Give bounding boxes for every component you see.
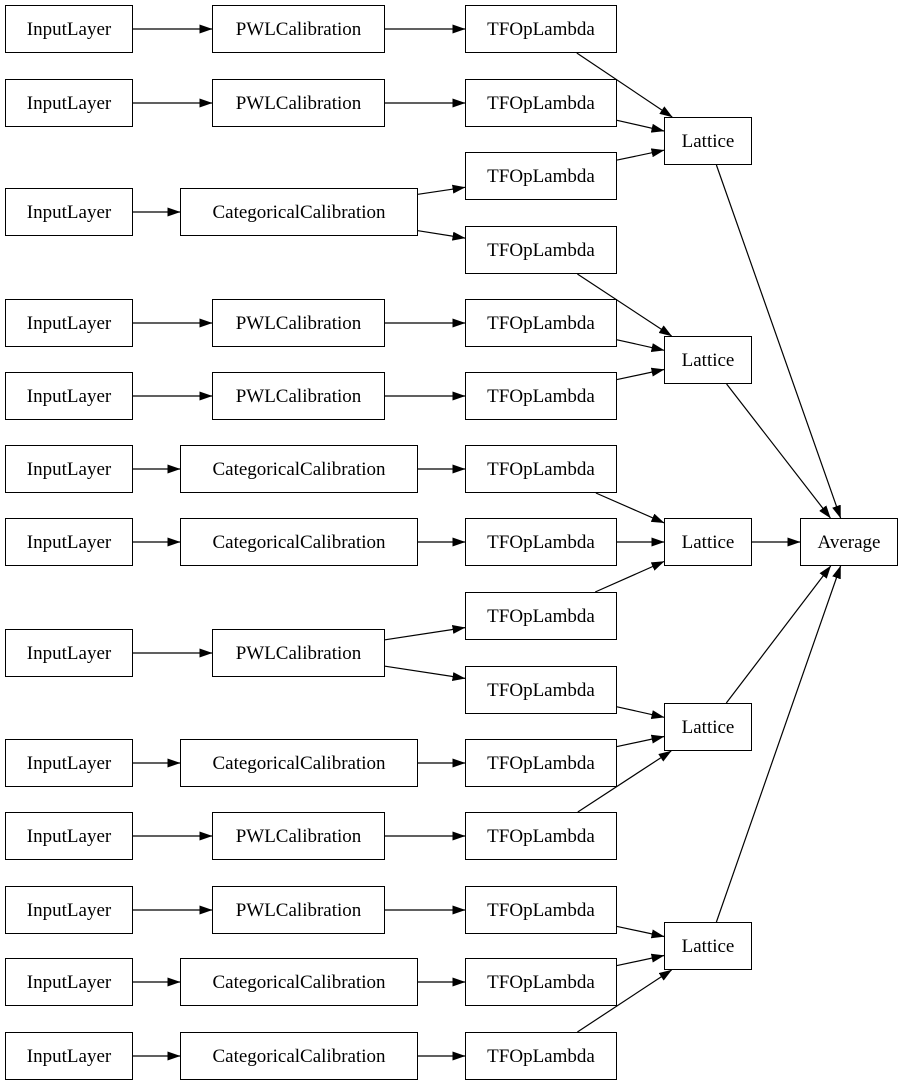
- graph-edge-tfop-13-to-lattice-5: [577, 969, 673, 1033]
- graph-edge-tfop-1-to-lattice-1: [576, 52, 673, 118]
- graph-node-input-layer-input-4: InputLayer: [5, 299, 133, 347]
- graph-node-categorical-calibration-cat-7: CategoricalCalibration: [180, 518, 418, 566]
- graph-edge-cat-3-to-tfop-3a: [417, 184, 466, 195]
- graph-node-input-layer-input-13: InputLayer: [5, 1032, 133, 1080]
- graph-node-categorical-calibration-cat-9: CategoricalCalibration: [180, 739, 418, 787]
- graph-node-categorical-calibration-cat-12: CategoricalCalibration: [180, 958, 418, 1006]
- graph-edge-pwl-8-to-tfop-8b: [384, 665, 466, 681]
- graph-edge-tfop-9-to-lattice-4: [616, 734, 665, 748]
- graph-node-tf-op-lambda-tfop-10: TFOpLambda: [465, 812, 617, 860]
- graph-edge-lattice-4-to-average: [725, 565, 832, 704]
- graph-node-tf-op-lambda-tfop-2: TFOpLambda: [465, 79, 617, 127]
- graph-edge-lattice-1-to-average: [715, 164, 842, 519]
- graph-node-input-layer-input-5: InputLayer: [5, 372, 133, 420]
- graph-edge-tfop-11-to-lattice-5: [616, 925, 665, 939]
- graph-node-input-layer-input-1: InputLayer: [5, 5, 133, 53]
- graph-edge-cat-3-to-tfop-3b: [417, 230, 466, 241]
- graph-node-tf-op-lambda-tfop-6: TFOpLambda: [465, 445, 617, 493]
- graph-edge-tfop-6-to-lattice-3: [595, 492, 665, 524]
- graph-node-categorical-calibration-cat-6: CategoricalCalibration: [180, 445, 418, 493]
- graph-node-tf-op-lambda-tfop-7: TFOpLambda: [465, 518, 617, 566]
- graph-node-input-layer-input-6: InputLayer: [5, 445, 133, 493]
- graph-node-input-layer-input-7: InputLayer: [5, 518, 133, 566]
- graph-node-input-layer-input-9: InputLayer: [5, 739, 133, 787]
- graph-node-pwl-calibration-pwl-4: PWLCalibration: [212, 299, 385, 347]
- graph-node-tf-op-lambda-tfop-5: TFOpLambda: [465, 372, 617, 420]
- graph-node-tf-op-lambda-tfop-3b: TFOpLambda: [465, 226, 617, 274]
- graph-edge-tfop-4-to-lattice-2: [616, 339, 665, 352]
- graph-node-tf-op-lambda-tfop-12: TFOpLambda: [465, 958, 617, 1006]
- graph-edge-tfop-8a-to-lattice-3: [594, 560, 665, 593]
- graph-node-pwl-calibration-pwl-11: PWLCalibration: [212, 886, 385, 934]
- graph-edge-lattice-5-to-average: [715, 565, 842, 923]
- graph-node-tf-op-lambda-tfop-1: TFOpLambda: [465, 5, 617, 53]
- graph-node-tf-op-lambda-tfop-3a: TFOpLambda: [465, 152, 617, 200]
- graph-node-average-average: Average: [800, 518, 898, 566]
- graph-edge-tfop-3a-to-lattice-1: [616, 148, 665, 161]
- graph-edge-tfop-10-to-lattice-4: [577, 750, 672, 813]
- graph-node-tf-op-lambda-tfop-9: TFOpLambda: [465, 739, 617, 787]
- graph-node-lattice-lattice-5: Lattice: [664, 922, 752, 970]
- graph-node-tf-op-lambda-tfop-4: TFOpLambda: [465, 299, 617, 347]
- graph-node-pwl-calibration-pwl-8: PWLCalibration: [212, 629, 385, 677]
- graph-node-input-layer-input-2: InputLayer: [5, 79, 133, 127]
- graph-node-input-layer-input-12: InputLayer: [5, 958, 133, 1006]
- graph-edge-tfop-8b-to-lattice-4: [616, 706, 665, 719]
- graph-node-lattice-lattice-1: Lattice: [664, 117, 752, 165]
- graph-node-lattice-lattice-2: Lattice: [664, 336, 752, 384]
- graph-node-lattice-lattice-3: Lattice: [664, 518, 752, 566]
- graph-node-tf-op-lambda-tfop-13: TFOpLambda: [465, 1032, 617, 1080]
- graph-node-tf-op-lambda-tfop-11: TFOpLambda: [465, 886, 617, 934]
- graph-node-tf-op-lambda-tfop-8b: TFOpLambda: [465, 666, 617, 714]
- graph-edge-tfop-3b-to-lattice-2: [577, 273, 673, 337]
- graph-node-pwl-calibration-pwl-2: PWLCalibration: [212, 79, 385, 127]
- graph-edge-pwl-8-to-tfop-8a: [384, 625, 466, 641]
- graph-node-categorical-calibration-cat-13: CategoricalCalibration: [180, 1032, 418, 1080]
- graph-node-input-layer-input-3: InputLayer: [5, 188, 133, 236]
- graph-edge-lattice-2-to-average: [726, 383, 831, 519]
- graph-node-tf-op-lambda-tfop-8a: TFOpLambda: [465, 592, 617, 640]
- graph-node-input-layer-input-11: InputLayer: [5, 886, 133, 934]
- graph-node-pwl-calibration-pwl-1: PWLCalibration: [212, 5, 385, 53]
- graph-node-input-layer-input-8: InputLayer: [5, 629, 133, 677]
- graph-node-input-layer-input-10: InputLayer: [5, 812, 133, 860]
- graph-edge-tfop-12-to-lattice-5: [616, 953, 665, 967]
- graph-edge-tfop-5-to-lattice-2: [616, 367, 665, 381]
- graph-node-categorical-calibration-cat-3: CategoricalCalibration: [180, 188, 418, 236]
- graph-node-pwl-calibration-pwl-5: PWLCalibration: [212, 372, 385, 420]
- graph-node-lattice-lattice-4: Lattice: [664, 703, 752, 751]
- graph-node-pwl-calibration-pwl-10: PWLCalibration: [212, 812, 385, 860]
- graph-edge-tfop-2-to-lattice-1: [616, 119, 665, 133]
